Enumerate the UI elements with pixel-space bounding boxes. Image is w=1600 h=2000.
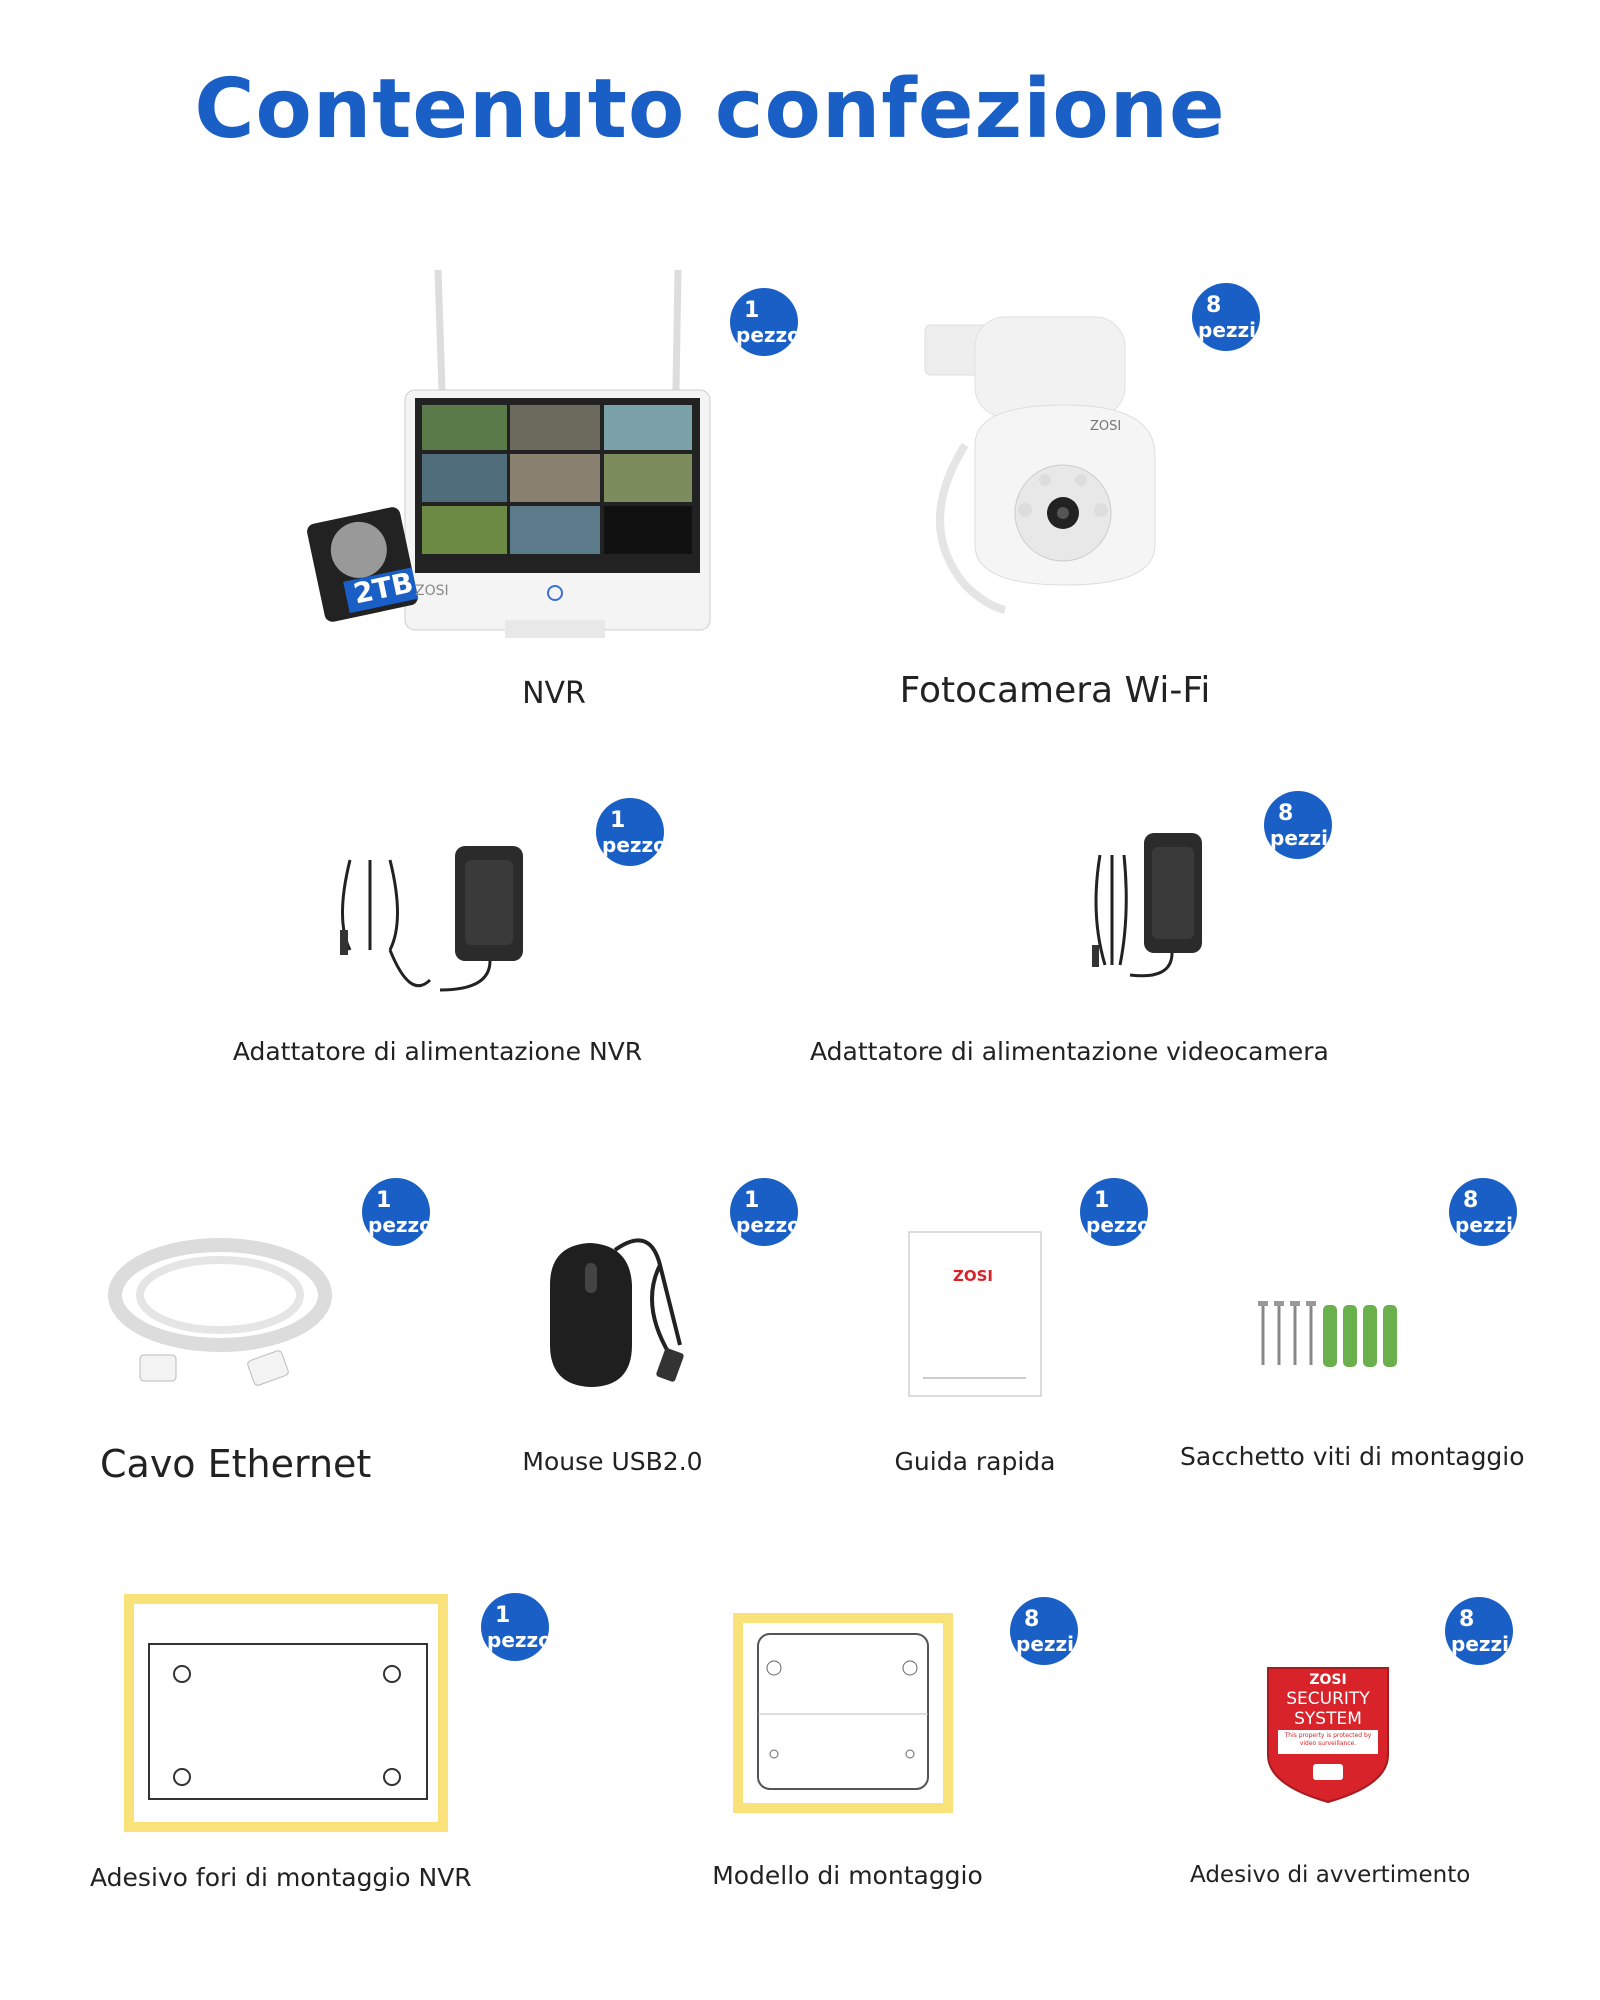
sticker-line1-text: SECURITY — [1286, 1689, 1370, 1709]
sticker-line2-text: SYSTEM — [1294, 1709, 1362, 1729]
nvr-mount-sticker-image — [124, 1594, 448, 1832]
usb-mouse-image — [550, 1238, 684, 1387]
nvr-power-adapter-label: Adattatore di alimentazione NVR — [232, 1037, 643, 1066]
ethernet-cable-image — [108, 1238, 332, 1386]
sticker-small-text: This property is protected by video surv… — [1284, 1732, 1372, 1747]
mounting-template-image — [733, 1613, 953, 1813]
mounting-screws-image — [1258, 1301, 1397, 1367]
nvr-label: NVR — [522, 676, 586, 711]
mounting-screws-label: Sacchetto viti di montaggio — [1180, 1442, 1525, 1471]
ethernet-cable-label: Cavo Ethernet — [100, 1442, 372, 1486]
wifi-camera-image: ZOSI — [924, 316, 1156, 614]
quick-guide-label: Guida rapida — [894, 1447, 1056, 1476]
sticker-brand-text: ZOSI — [1309, 1672, 1346, 1688]
wifi-camera-label: Fotocamera Wi-Fi — [899, 670, 1211, 711]
camera-brand-text: ZOSI — [1090, 419, 1121, 434]
page-title: Contenuto confezione — [194, 62, 1226, 157]
usb-mouse-label: Mouse USB2.0 — [522, 1447, 703, 1476]
nvr-brand-text: ZOSI — [415, 583, 449, 599]
guide-brand-text: ZOSI — [953, 1267, 993, 1285]
nvr-power-adapter-image — [340, 846, 523, 992]
nvr-image: 2TB ZOSI — [307, 269, 711, 638]
warning-sticker-label: Adesivo di avvertimento — [1190, 1862, 1471, 1888]
camera-power-adapter-label: Adattatore di alimentazione videocamera — [810, 1037, 1329, 1066]
camera-power-adapter-image — [1092, 833, 1202, 978]
mounting-template-label: Modello di montaggio — [712, 1861, 983, 1890]
warning-sticker-image: ZOSI SECURITY SYSTEM This property is pr… — [1267, 1667, 1389, 1804]
nvr-mount-sticker-label: Adesivo fori di montaggio NVR — [90, 1863, 472, 1892]
quick-guide-image: ZOSI — [908, 1231, 1042, 1397]
